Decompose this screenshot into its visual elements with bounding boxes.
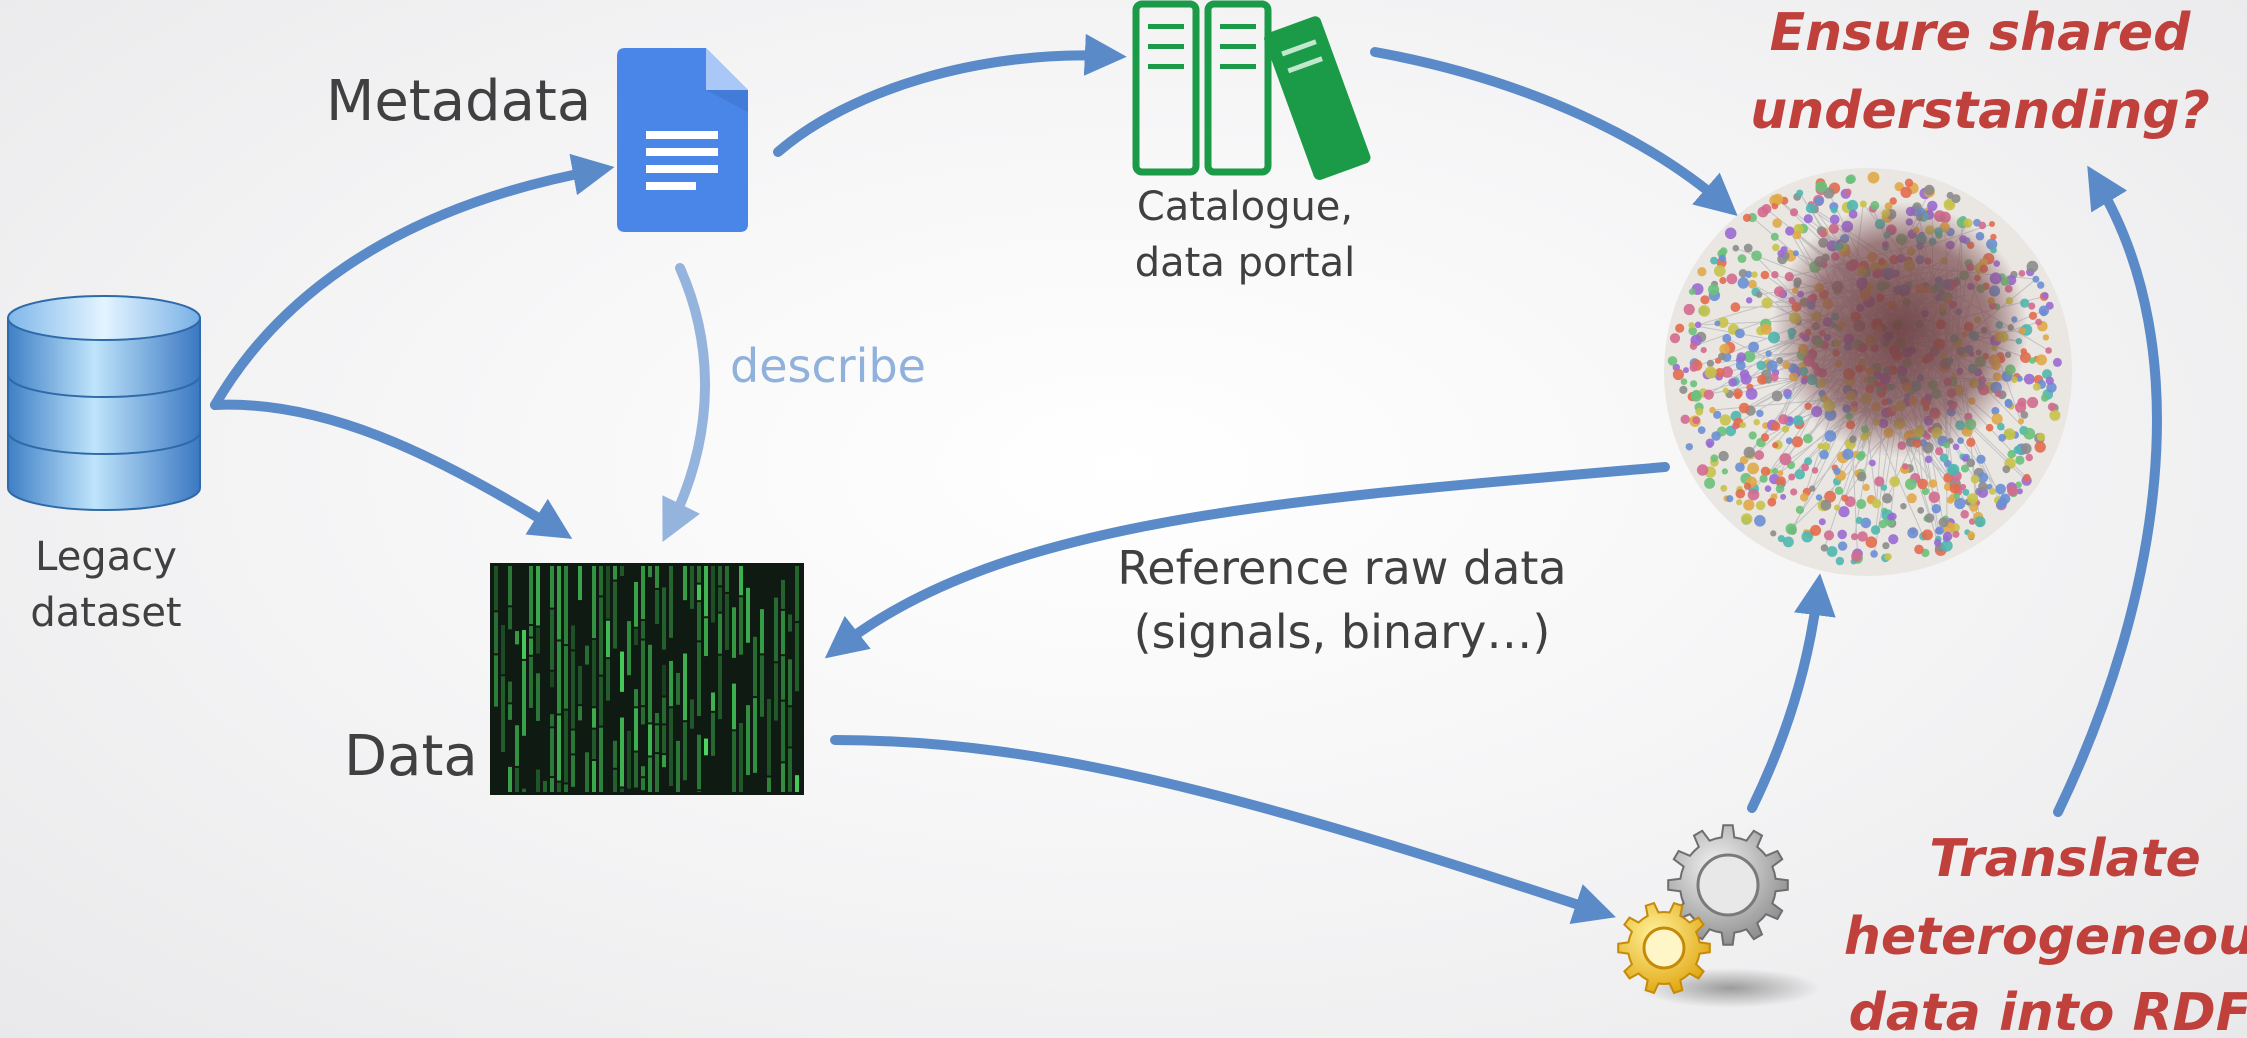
document-icon [617,48,748,232]
arrow-describe [662,263,710,543]
arrow-gears-to-graph [1747,573,1836,813]
catalogue-label-line1: Catalogue, [1137,184,1353,230]
ensure-question-line2: understanding? [1750,81,2210,141]
data-label: Data [344,724,478,789]
matrix-data-icon [490,563,804,795]
translate-question-line1: Translate [1929,829,2201,889]
arrow-data-to-gears [830,735,1616,925]
arrow-metadata-to-catalogue [773,33,1127,157]
catalogue-label-line2: data portal [1135,240,1355,286]
arrow-legacy-to-data [210,399,573,539]
arrows [210,33,2162,925]
books-catalogue-icon [1132,0,1371,180]
arrow-graph-to-data [824,462,1670,659]
arrow-catalogue-to-graph [1370,47,1738,216]
reference-label-line1: Reference raw data [1117,541,1566,595]
legacy-label-line2: dataset [30,590,181,636]
ensure-question-line1: Ensure shared [1770,3,2192,63]
database-icon [7,295,201,511]
legacy-label-line1: Legacy [35,534,177,580]
reference-label-line2: (signals, binary…) [1134,605,1551,659]
arrow-translate-to-ensure [2053,165,2162,817]
translate-question-line2: heterogeneous [1844,907,2247,967]
arrow-legacy-to-metadata [210,153,615,410]
describe-label: describe [730,339,926,393]
metadata-label: Metadata [326,69,591,134]
gears-icon [1617,824,1820,1008]
knowledge-graph-icon [1664,168,2072,576]
translate-question-line3: data into RDF? [1849,983,2247,1038]
